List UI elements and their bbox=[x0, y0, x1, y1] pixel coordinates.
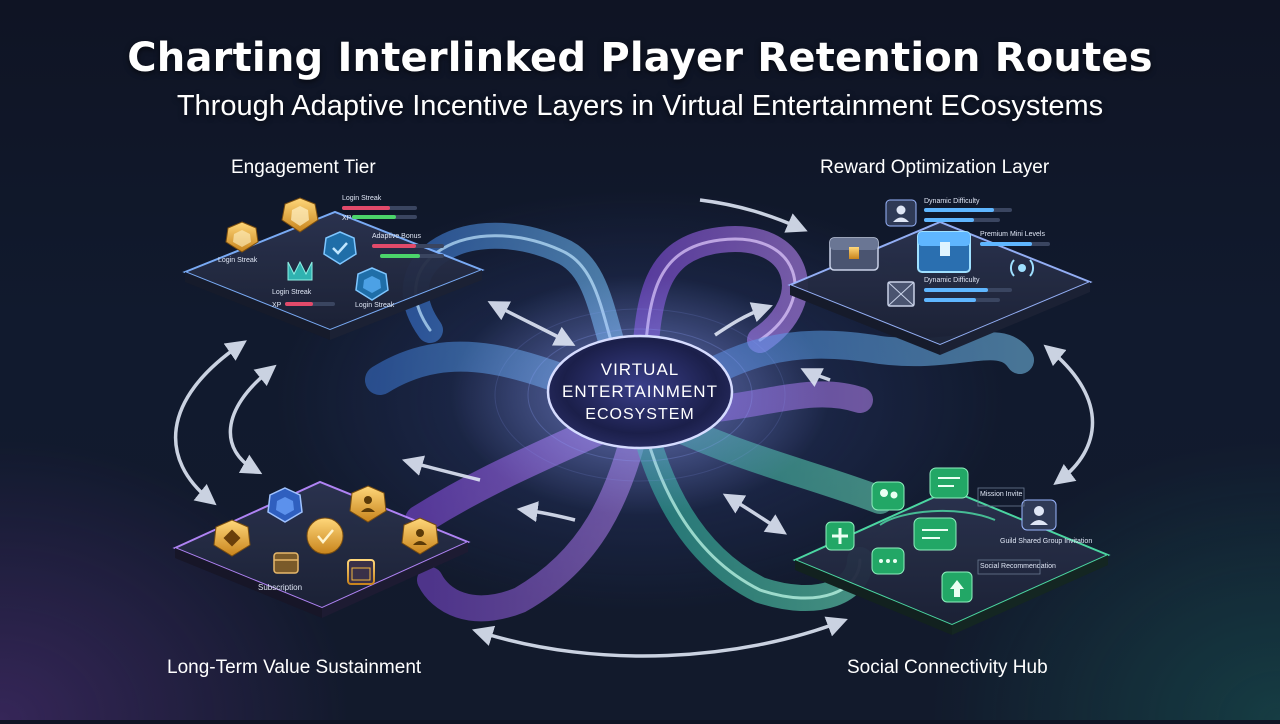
wings-badge-icon bbox=[287, 260, 313, 281]
check-badge-icon bbox=[323, 231, 357, 265]
engagement-label-xp-1: XP bbox=[342, 215, 352, 222]
star-badge-icon bbox=[355, 267, 389, 301]
social-label-mission: Mission Invite bbox=[980, 491, 1023, 498]
social-label-guild: Guild Shared Group Invitation bbox=[1000, 538, 1092, 545]
sun-badge-icon bbox=[306, 517, 344, 555]
upgrade-arrow-icon bbox=[941, 571, 973, 603]
reward-layer-label: Reward Optimization Layer bbox=[820, 157, 1050, 178]
social-hub-label: Social Connectivity Hub bbox=[847, 657, 1048, 678]
user-tile-icon bbox=[885, 199, 917, 227]
longterm-panel: Subscription bbox=[172, 480, 471, 618]
arrow-hub-lower-left bbox=[401, 455, 481, 482]
reward-label-premium: Premium Mini Levels bbox=[980, 231, 1045, 238]
hub-text-line2: ENTERTAINMENT bbox=[562, 382, 718, 401]
shield-badge-icon bbox=[225, 221, 259, 253]
chat-bubble-icon bbox=[913, 517, 957, 551]
treasure-chest-icon bbox=[829, 237, 879, 271]
reward-label-difficulty-2: Dynamic Difficulty bbox=[924, 277, 980, 284]
engagement-label-login-2: Login Streak bbox=[218, 257, 258, 264]
calendar-card-icon bbox=[273, 552, 299, 574]
arrow-hub-right bbox=[800, 368, 831, 388]
arrow-hub-lower-right bbox=[722, 493, 787, 535]
arrow-top bbox=[699, 198, 808, 233]
engagement-label-login-4: Login Streak bbox=[355, 302, 395, 309]
reward-label-difficulty-1: Dynamic Difficulty bbox=[924, 198, 980, 205]
engagement-tier-label: Engagement Tier bbox=[231, 157, 376, 178]
engagement-label-login-1: Login Streak bbox=[342, 195, 382, 202]
engagement-panel: Login Streak XP Adaptive Bonus Login Str… bbox=[182, 195, 485, 340]
social-panel: Mission Invite Guild Shared Group Invita… bbox=[792, 467, 1111, 635]
trophy-badge-icon bbox=[281, 197, 319, 233]
reward-panel: Dynamic Difficulty Premium Mini Levels bbox=[787, 198, 1093, 355]
group-chat-icon bbox=[871, 481, 905, 511]
page-subtitle: Through Adaptive Incentive Layers in Vir… bbox=[176, 90, 1104, 122]
arrow-left-inner bbox=[228, 364, 277, 475]
engagement-label-adaptive: Adaptive Bonus bbox=[372, 233, 422, 240]
engagement-label-xp-2: XP bbox=[272, 302, 282, 309]
arrow-right-outer bbox=[1043, 344, 1095, 486]
hex-shield-icon bbox=[267, 487, 303, 523]
longterm-value-label: Long-Term Value Sustainment bbox=[167, 657, 422, 678]
signal-icon bbox=[1010, 259, 1034, 277]
longterm-label-subscription: Subscription bbox=[258, 583, 302, 592]
arrow-hub-lower bbox=[516, 501, 576, 523]
social-label-recommendation: Social Recommendation bbox=[980, 563, 1056, 570]
profile-badge-icon bbox=[401, 517, 439, 555]
typing-bubble-icon bbox=[871, 547, 905, 575]
arrow-hub-upper-left bbox=[487, 301, 576, 346]
hub-text-line3: ECOSYSTEM bbox=[585, 406, 694, 423]
calendar-icon bbox=[347, 559, 375, 585]
header: Charting Interlinked Player Retention Ro… bbox=[0, 34, 1280, 126]
glowing-chest-icon bbox=[917, 231, 971, 273]
medal-user-icon bbox=[349, 485, 387, 523]
crate-icon bbox=[887, 281, 915, 307]
page-title: Charting Interlinked Player Retention Ro… bbox=[127, 35, 1153, 81]
hub-text-line1: VIRTUAL bbox=[601, 360, 680, 379]
arrow-bottom bbox=[471, 616, 848, 658]
cross-badge-icon bbox=[825, 521, 855, 551]
engagement-label-login-3: Login Streak bbox=[272, 289, 312, 296]
message-icon bbox=[929, 467, 969, 499]
cycle-arrows bbox=[173, 198, 1095, 658]
social-link-arc bbox=[879, 509, 996, 526]
arrow-hub-upper-right bbox=[714, 302, 773, 337]
user-icon bbox=[1021, 499, 1057, 531]
gem-badge-icon bbox=[213, 519, 251, 557]
arrow-left-outer bbox=[173, 340, 247, 506]
